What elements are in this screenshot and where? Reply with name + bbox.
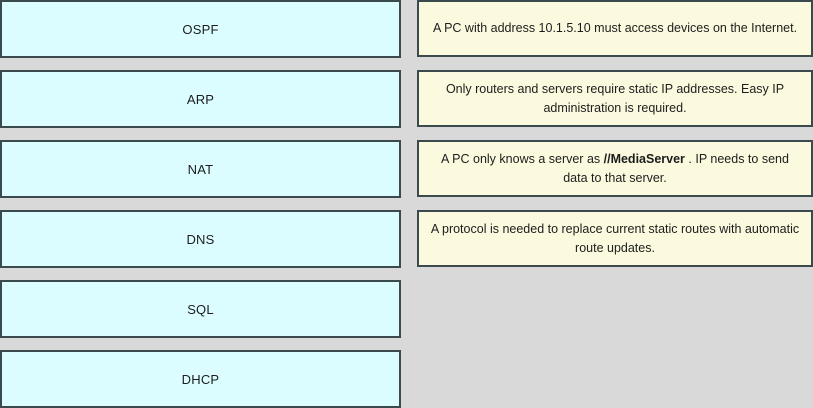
- scenario-text-before: A protocol is needed to replace current …: [430, 222, 800, 255]
- term-card-6[interactable]: DHCP: [0, 350, 401, 408]
- terms-column: OSPF ARP NAT DNS SQL DHCP: [0, 0, 401, 408]
- scenarios-column: A PC with address 10.1.5.10 must access …: [417, 0, 813, 267]
- scenario-card-1[interactable]: A PC with address 10.1.5.10 must access …: [417, 0, 813, 57]
- term-label: NAT: [187, 161, 214, 177]
- term-card-3[interactable]: NAT: [0, 140, 401, 198]
- term-card-5[interactable]: SQL: [0, 280, 401, 338]
- scenario-card-2[interactable]: Only routers and servers require static …: [417, 70, 813, 127]
- scenario-text-before: Only routers and servers require static …: [445, 82, 785, 115]
- scenario-text-after: . IP needs to send data to that server.: [563, 152, 789, 185]
- scenario-text-before: A PC only knows a server as: [441, 152, 604, 167]
- term-card-4[interactable]: DNS: [0, 210, 401, 268]
- scenario-text: Only routers and servers require static …: [429, 80, 801, 116]
- term-label: DHCP: [181, 371, 220, 387]
- scenario-text: A PC only knows a server as //MediaServe…: [429, 150, 801, 186]
- term-card-1[interactable]: OSPF: [0, 0, 401, 58]
- term-label: ARP: [186, 91, 215, 107]
- scenario-text: A protocol is needed to replace current …: [429, 220, 801, 256]
- scenario-card-4[interactable]: A protocol is needed to replace current …: [417, 210, 813, 267]
- term-card-2[interactable]: ARP: [0, 70, 401, 128]
- scenario-text: A PC with address 10.1.5.10 must access …: [433, 19, 797, 37]
- term-label: DNS: [186, 231, 215, 247]
- scenario-text-before: A PC with address 10.1.5.10 must access …: [432, 21, 798, 36]
- scenario-card-3[interactable]: A PC only knows a server as //MediaServe…: [417, 140, 813, 197]
- term-label: SQL: [187, 301, 214, 317]
- scenario-text-emphasis: //MediaServer: [603, 152, 685, 167]
- term-label: OSPF: [182, 21, 219, 37]
